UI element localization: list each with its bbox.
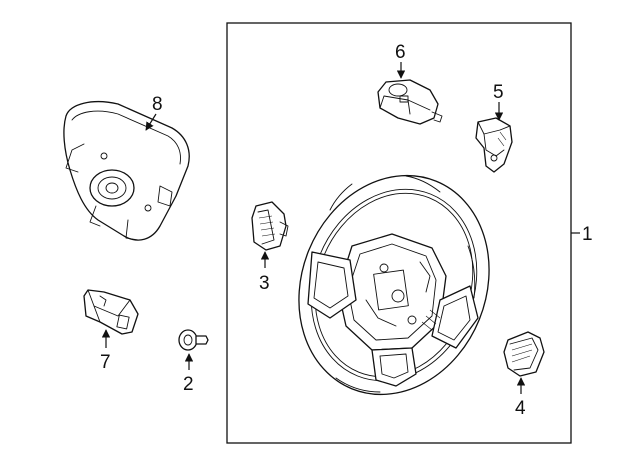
- callout-3: 3: [259, 273, 270, 294]
- callout-7: 7: [100, 352, 111, 373]
- callout-4: 4: [515, 398, 526, 419]
- paddle-switch: [475, 117, 513, 173]
- screw: [178, 329, 209, 351]
- airbag-module: [63, 101, 190, 241]
- steering-wheel: [298, 174, 490, 396]
- callout-8-leader: [145, 113, 157, 131]
- callout-6: 6: [395, 42, 406, 63]
- callout-5: 5: [493, 82, 504, 103]
- callout-2: 2: [183, 374, 194, 395]
- callout-8: 8: [152, 94, 163, 115]
- right-control-switch: [503, 331, 545, 377]
- connector-bracket: [83, 289, 139, 335]
- callout-1: 1: [582, 224, 593, 245]
- switch-module-top: [377, 79, 443, 125]
- left-control-switch: [251, 201, 289, 251]
